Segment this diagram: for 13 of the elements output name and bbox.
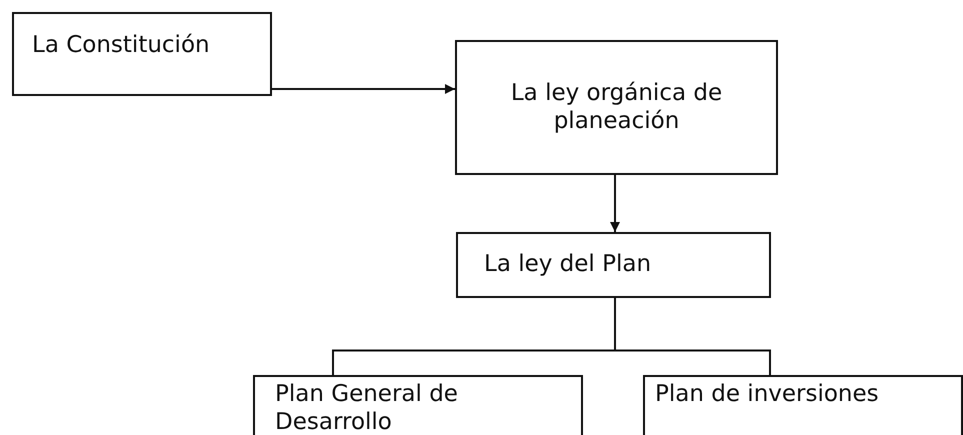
node-label: La Constitución bbox=[32, 32, 210, 60]
connector-line bbox=[614, 298, 771, 375]
process-box bbox=[455, 40, 778, 175]
node-label: Plan de inversiones bbox=[655, 381, 879, 409]
node-label: La ley orgánica de planeación bbox=[510, 80, 724, 136]
process-box bbox=[253, 375, 583, 435]
node-label: La ley del Plan bbox=[484, 251, 652, 279]
arrow bbox=[272, 84, 455, 94]
arrow bbox=[610, 175, 620, 232]
process-box bbox=[12, 12, 272, 96]
process-box bbox=[456, 232, 771, 298]
process-box bbox=[643, 375, 963, 435]
node-label: Plan General de Desarrollo bbox=[275, 381, 459, 435]
